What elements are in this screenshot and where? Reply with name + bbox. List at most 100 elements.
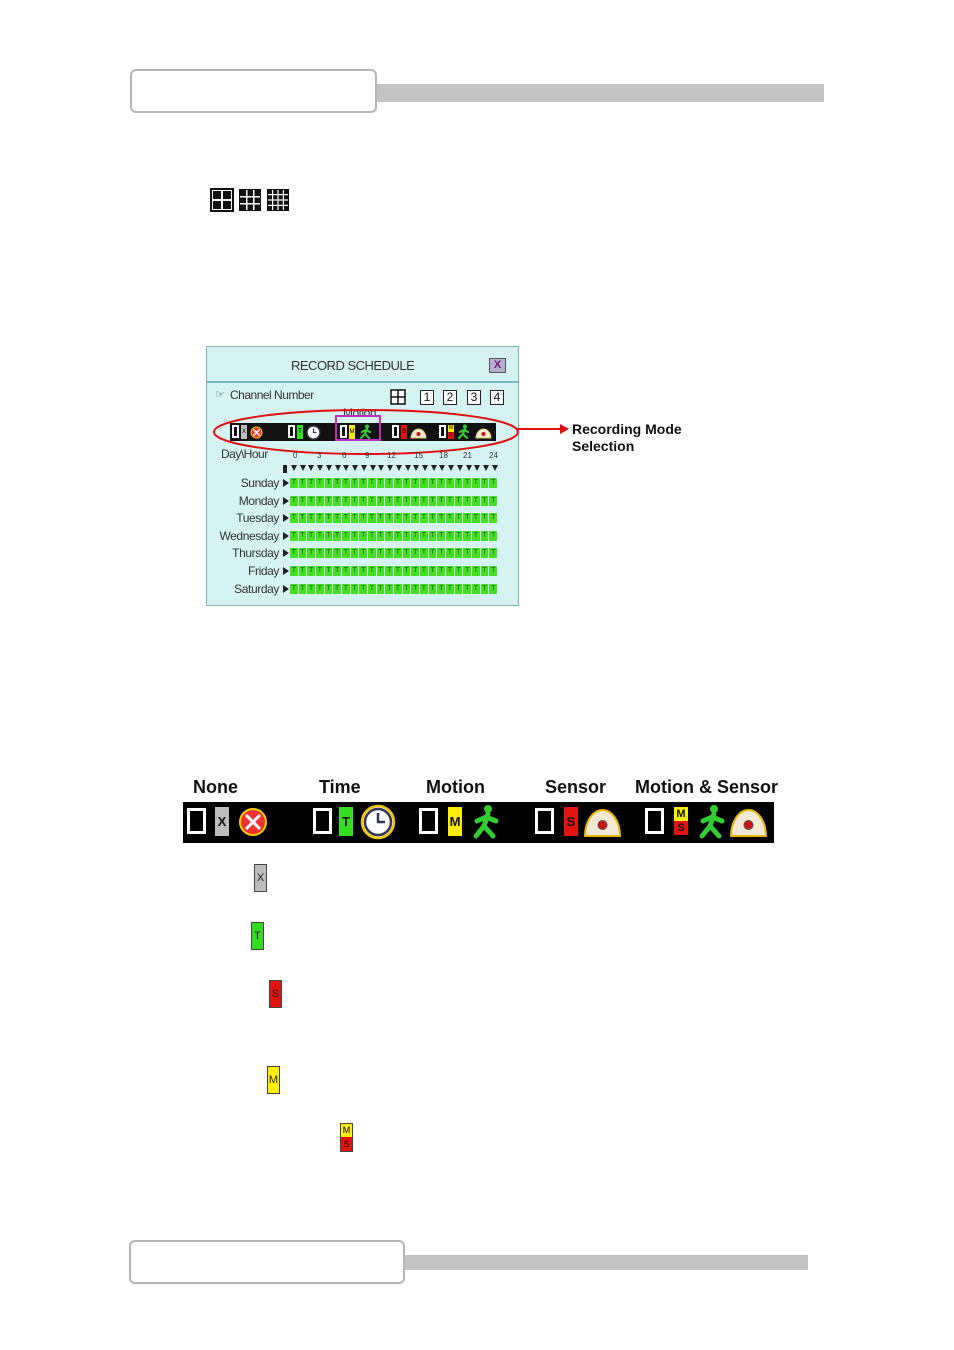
mode-time-option[interactable]: T [288,425,328,440]
hour-column-marker[interactable] [413,465,420,471]
mode-sensor-option[interactable]: S [392,425,432,439]
hour-cell[interactable]: T [359,548,368,559]
grid-4-icon[interactable] [210,188,234,212]
hour-cell[interactable]: T [342,583,350,594]
day-row-selector[interactable] [283,531,289,540]
hour-column-selectors[interactable] [291,465,498,473]
hour-column-marker[interactable] [474,465,481,471]
hour-cell[interactable]: T [428,566,437,576]
hour-cell[interactable]: T [472,548,480,559]
hour-cell[interactable]: T [428,530,437,541]
hour-cell[interactable]: T [446,548,454,559]
hour-cell[interactable]: T [411,478,420,488]
hour-cell[interactable]: T [402,583,411,594]
day-row-selector[interactable] [283,479,289,487]
hour-cell[interactable]: T [489,530,498,541]
hour-cell[interactable]: T [316,583,324,594]
hour-cell[interactable]: T [307,583,316,594]
day-row-selector[interactable] [283,549,289,558]
hour-cell[interactable]: T [480,530,489,541]
hour-cell[interactable]: T [350,583,359,594]
day-row-selector[interactable] [283,567,289,575]
hour-cell[interactable]: T [350,566,359,576]
hour-column-marker[interactable] [404,465,411,471]
hour-cell[interactable]: T [376,530,385,541]
mode-motion-option[interactable]: M [335,415,381,441]
hour-cell[interactable]: T [290,495,298,506]
hour-cell[interactable]: T [290,548,298,559]
hour-cell[interactable]: T [411,566,420,576]
hour-cell[interactable]: T [316,513,324,524]
hour-cell[interactable]: T [342,478,350,488]
hour-cell[interactable]: T [333,583,342,594]
hour-cell[interactable]: T [411,583,420,594]
hour-cell[interactable]: T [480,478,489,488]
hour-cell[interactable]: T [307,478,316,488]
hour-cell[interactable]: T [437,566,446,576]
hour-cell[interactable]: T [333,566,342,576]
hour-cell[interactable]: T [385,478,394,488]
hour-cell[interactable]: T [342,530,350,541]
hour-column-marker[interactable] [387,465,394,471]
hour-cell[interactable]: T [324,548,333,559]
hour-cell[interactable]: T [385,548,394,559]
hour-cell[interactable]: T [333,530,342,541]
hour-cell[interactable]: T [394,566,402,576]
hour-column-marker[interactable] [465,465,472,471]
mode-motion-sensor-option[interactable]: M S [439,424,495,440]
hour-column-marker[interactable] [491,465,498,471]
hour-cell[interactable]: T [437,583,446,594]
hour-cell[interactable]: T [437,495,446,506]
hour-cell[interactable]: T [472,566,480,576]
hour-cell[interactable]: T [420,495,428,506]
hour-cell[interactable]: T [437,548,446,559]
hour-cell[interactable]: T [350,530,359,541]
hour-cell[interactable]: T [489,478,498,488]
hour-cell[interactable]: T [402,495,411,506]
hour-cell[interactable]: T [324,583,333,594]
hour-cell[interactable]: T [324,530,333,541]
hour-cell[interactable]: T [385,530,394,541]
hour-cell[interactable]: T [454,566,463,576]
hour-cell[interactable]: T [489,548,498,559]
quad-view-icon[interactable] [390,389,406,405]
hour-cell[interactable]: T [368,566,376,576]
hour-cell[interactable]: T [298,513,307,524]
hour-cell[interactable]: T [394,478,402,488]
hour-cell[interactable]: T [489,583,498,594]
hour-cell[interactable]: T [290,478,298,488]
hour-cell[interactable]: T [437,478,446,488]
hour-cell[interactable]: T [333,513,342,524]
hour-cell[interactable]: T [411,513,420,524]
hour-cell[interactable]: T [446,530,454,541]
hour-cell[interactable]: T [420,566,428,576]
hour-cell[interactable]: T [385,566,394,576]
hour-cell[interactable]: T [385,495,394,506]
hour-cell[interactable]: T [298,478,307,488]
hour-cell[interactable]: T [316,478,324,488]
hour-cell[interactable]: T [359,478,368,488]
hour-cell[interactable]: T [359,513,368,524]
day-row-selector[interactable] [283,496,289,505]
hour-cell[interactable]: T [298,566,307,576]
channel-2-button[interactable]: 2 [443,390,457,405]
hour-cell[interactable]: T [454,548,463,559]
hour-cell[interactable]: T [342,548,350,559]
hour-cell[interactable]: T [454,583,463,594]
hour-cell[interactable]: T [420,478,428,488]
channel-1-button[interactable]: 1 [420,390,434,405]
hour-cell[interactable]: T [376,566,385,576]
hour-cell[interactable]: T [324,495,333,506]
hour-cell[interactable]: T [463,513,472,524]
hour-column-marker[interactable] [317,465,324,471]
hour-cell[interactable]: T [333,478,342,488]
hour-cell[interactable]: T [359,530,368,541]
hour-cell[interactable]: T [472,513,480,524]
hour-cell[interactable]: T [394,548,402,559]
hour-cell[interactable]: T [411,495,420,506]
hour-column-marker[interactable] [378,465,385,471]
hour-column-marker[interactable] [334,465,341,471]
hour-column-marker[interactable] [369,465,376,471]
mode-none-option[interactable]: X [232,425,270,439]
hour-cell[interactable]: T [290,566,298,576]
